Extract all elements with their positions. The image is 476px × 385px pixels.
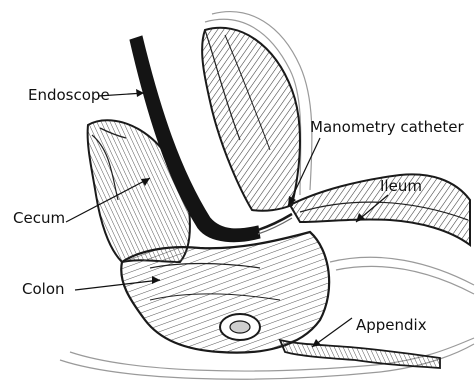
label-manometry-catheter: Manometry catheter bbox=[310, 120, 464, 135]
label-ileum: Ileum bbox=[380, 179, 422, 194]
label-colon: Colon bbox=[22, 282, 65, 297]
ascending-colon-upper bbox=[202, 28, 300, 211]
appendix bbox=[280, 340, 440, 368]
label-cecum: Cecum bbox=[13, 211, 65, 226]
label-appendix: Appendix bbox=[356, 318, 427, 333]
label-endoscope: Endoscope bbox=[28, 88, 110, 103]
cecum-wall bbox=[88, 120, 190, 262]
